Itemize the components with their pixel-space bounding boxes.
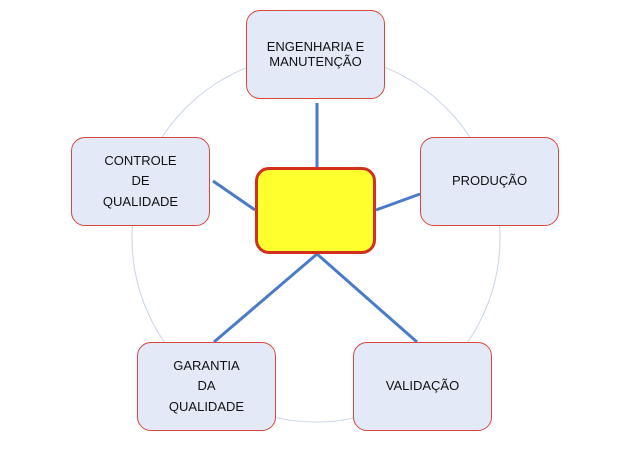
connector-right bbox=[375, 192, 421, 212]
node-label: GARANTIA DA QUALIDADE bbox=[168, 358, 245, 414]
node-label: VALIDAÇÃO bbox=[385, 378, 460, 394]
center-node[interactable] bbox=[255, 167, 376, 254]
connector-left bbox=[212, 179, 256, 212]
node-label: ENGENHARIA E MANUTENÇÃO bbox=[266, 38, 365, 69]
node-producao[interactable]: PRODUÇÃO bbox=[420, 137, 559, 226]
connector-bottom-right bbox=[316, 252, 418, 344]
node-label: CONTROLE DE QUALIDADE bbox=[102, 153, 179, 209]
node-label: PRODUÇÃO bbox=[451, 173, 528, 189]
node-garantia-qualidade[interactable]: GARANTIA DA QUALIDADE bbox=[137, 342, 276, 431]
node-validacao[interactable]: VALIDAÇÃO bbox=[353, 342, 492, 431]
node-engenharia-manutencao[interactable]: ENGENHARIA E MANUTENÇÃO bbox=[246, 10, 385, 99]
node-controle-qualidade[interactable]: CONTROLE DE QUALIDADE bbox=[71, 137, 210, 226]
connector-bottom-left bbox=[213, 252, 318, 344]
